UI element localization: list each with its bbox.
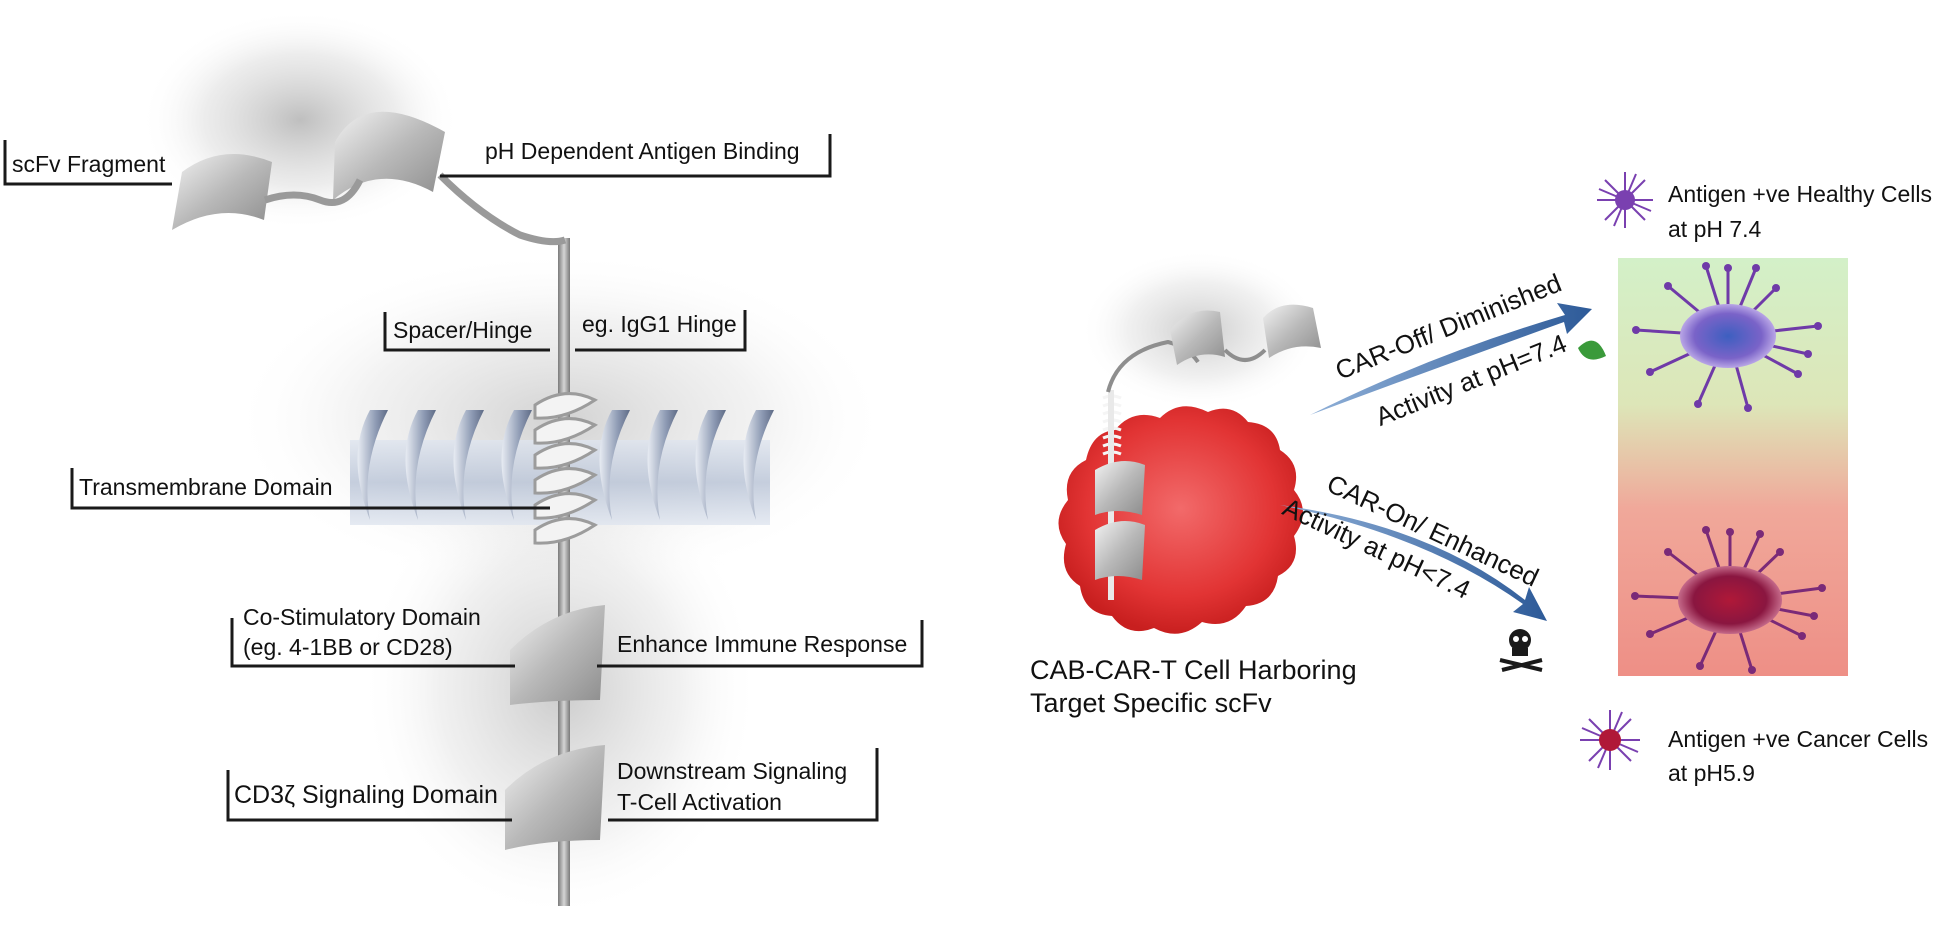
transmembrane-helix: [533, 392, 598, 545]
cab-costim-ribbon: [1095, 461, 1145, 515]
leaf-icon: [1578, 340, 1606, 360]
healthy-cell-legend-icon: [1597, 172, 1653, 228]
cd3z-label: CD3ζ Signaling Domain: [234, 781, 498, 809]
scfv-ribbon-1: [172, 154, 272, 230]
target-cells: Antigen +ve Healthy Cells at pH 7.4 Anti…: [1580, 172, 1932, 786]
membrane-lipids: [357, 410, 774, 520]
costim-ribbon: [510, 605, 605, 705]
transmembrane-label: Transmembrane Domain: [79, 474, 333, 500]
downstream-label-line1: Downstream Signaling: [617, 758, 847, 784]
spacer-hinge-label: Spacer/Hinge: [393, 317, 532, 343]
healthy-label-line2: at pH 7.4: [1668, 216, 1762, 242]
downstream-label-line2: T-Cell Activation: [617, 789, 782, 815]
t-cell-body: [1058, 406, 1303, 634]
callout-brackets: [3, 134, 924, 822]
cab-cd3z-ribbon: [1095, 521, 1145, 580]
cancer-cell-legend-icon: [1580, 710, 1640, 770]
cab-car-t-cell: CAB-CAR-T Cell Harboring Target Specific…: [1030, 250, 1357, 718]
cancer-label-line1: Antigen +ve Cancer Cells: [1668, 726, 1928, 752]
cab-caption-line1: CAB-CAR-T Cell Harboring: [1030, 655, 1357, 685]
car-off-arrow: [1310, 303, 1592, 415]
costim-label-line2: (eg. 4-1BB or CD28): [243, 634, 453, 660]
scfv-fragment-label: scFv Fragment: [12, 151, 166, 177]
igg1-hinge-label: eg. IgG1 Hinge: [582, 311, 737, 337]
cd3z-ribbon: [505, 745, 605, 850]
healthy-cell-large: [1632, 262, 1822, 412]
scfv-ribbon-2: [333, 111, 445, 200]
cancer-label-line2: at pH5.9: [1668, 760, 1755, 786]
healthy-label-line1: Antigen +ve Healthy Cells: [1668, 181, 1932, 207]
car-structure: scFv Fragment pH Dependent Antigen Bindi…: [3, 10, 924, 920]
ph-binding-label: pH Dependent Antigen Binding: [485, 138, 800, 164]
skull-icon: [1499, 629, 1543, 672]
cab-caption-line2: Target Specific scFv: [1030, 688, 1272, 718]
activity-arrows: CAR-Off/ Diminished Activity at pH=7.4 C…: [1278, 268, 1606, 672]
cab-scfv-linker: [1223, 348, 1267, 362]
costim-label-line1: Co-Stimulatory Domain: [243, 604, 481, 630]
scfv-to-hinge-linker: [437, 172, 567, 246]
car-on-arrow: [1280, 505, 1547, 621]
cancer-cell-large: [1631, 526, 1826, 674]
enhance-immune-label: Enhance Immune Response: [617, 631, 907, 657]
cab-scfv-ribbon-1: [1170, 310, 1225, 365]
scfv-linker: [263, 178, 364, 206]
cab-scfv-ribbon-2: [1263, 304, 1321, 358]
